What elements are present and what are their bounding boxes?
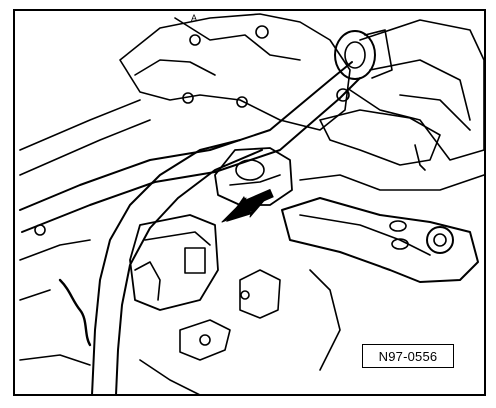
figure-number-label: N97-0556 bbox=[362, 344, 454, 368]
bracket-stud bbox=[414, 144, 426, 171]
bolt-upper-mid-2 bbox=[236, 96, 248, 108]
stabilizer-bar-top-edge bbox=[19, 61, 353, 211]
subframe-bottom-rib bbox=[309, 269, 341, 371]
stabilizer-bar-bottom-edge bbox=[21, 77, 361, 233]
right-bracket bbox=[319, 109, 441, 166]
connector-plug bbox=[134, 261, 161, 301]
connector-housing bbox=[129, 214, 219, 311]
mount-detail bbox=[229, 174, 281, 186]
subframe-right-detail bbox=[369, 59, 471, 121]
bracket-bolt bbox=[336, 88, 350, 102]
subframe-lower-edge bbox=[299, 174, 485, 191]
pendulum-support bbox=[281, 197, 479, 283]
pendulum-bolt-inner bbox=[433, 233, 447, 247]
frame-rail-upper-2 bbox=[19, 119, 151, 176]
bolt-lower-2 bbox=[240, 290, 250, 300]
pendulum-hole-1 bbox=[389, 220, 407, 232]
lower-bracket bbox=[179, 319, 231, 361]
connector-latch bbox=[184, 247, 206, 274]
bar-bushing-inner bbox=[344, 41, 366, 69]
lower-bar-left-edge bbox=[91, 139, 241, 396]
mount-hole bbox=[235, 159, 265, 181]
pendulum-support-rib bbox=[299, 214, 431, 256]
engine-detail-line-2 bbox=[134, 59, 216, 76]
frame-bottom-line bbox=[19, 354, 91, 366]
subframe-right-detail-2 bbox=[399, 94, 471, 131]
bolt-top-2 bbox=[189, 34, 201, 46]
frame-bottom-line-2 bbox=[139, 359, 201, 396]
connector-detail bbox=[144, 231, 211, 246]
subframe-right-outline bbox=[349, 19, 485, 161]
wiring-harness bbox=[58, 278, 92, 347]
pendulum-hole-2 bbox=[391, 238, 409, 250]
frame-rail-lower bbox=[19, 289, 51, 301]
engine-detail-line bbox=[174, 17, 301, 61]
pendulum-bolt-head bbox=[426, 226, 454, 254]
bar-bushing bbox=[334, 30, 376, 80]
bushing-clamp bbox=[364, 29, 393, 79]
lower-bar-right-edge bbox=[115, 149, 263, 396]
bolt-upper-mid bbox=[182, 92, 194, 104]
direction-arrow-icon bbox=[221, 188, 274, 223]
engine-block-outline bbox=[119, 13, 351, 131]
bolt-lower bbox=[199, 334, 211, 346]
lower-clip bbox=[239, 269, 281, 319]
corner-letter: A bbox=[191, 13, 197, 23]
engine-mount-bracket bbox=[214, 147, 293, 206]
bolt-left bbox=[34, 224, 46, 236]
frame-rail-mid bbox=[19, 239, 91, 261]
frame-rail-upper bbox=[19, 99, 141, 151]
bolt-top bbox=[255, 25, 269, 39]
